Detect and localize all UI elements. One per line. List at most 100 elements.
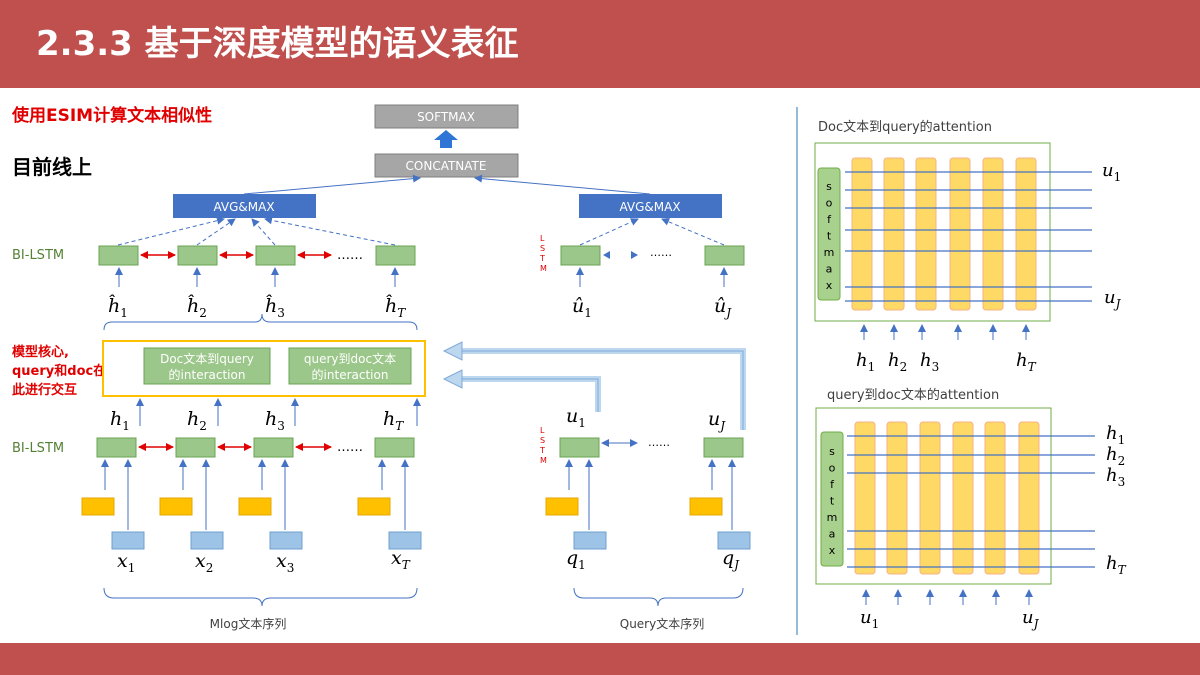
- up-arrow-icon: [434, 130, 458, 148]
- lstm-cell-top-qj: [704, 245, 745, 266]
- slide-footer: [0, 643, 1200, 675]
- avg-max-box-query: [579, 194, 722, 218]
- lstm-cell-mid-3: [253, 437, 294, 458]
- mid-h-labels: h1 h2 h3 hT u1 uJ: [110, 405, 726, 433]
- softmax-letter: s: [829, 445, 835, 458]
- hat-u-j: ûJ: [714, 295, 732, 320]
- right-bottom-u-1: u1: [860, 607, 879, 631]
- input-x-t: xT: [391, 547, 411, 572]
- softmax-bar-top: [817, 167, 841, 301]
- right-top-title: Doc文本到query的attention: [818, 119, 992, 135]
- right-bottom-title: query到doc文本的attention: [827, 387, 999, 403]
- lstm-cell-top-1: [98, 245, 139, 266]
- avg-max-box-doc: [173, 194, 316, 218]
- core-label-3: 此进行交互: [12, 382, 77, 398]
- input-q-j: qJ: [722, 547, 740, 572]
- lstm-letter: T: [539, 254, 545, 263]
- query-feed-arrows: [442, 341, 746, 430]
- hat-h-1: ĥ1: [108, 294, 128, 320]
- query-interaction-line-1: query到doc文本: [304, 351, 396, 366]
- brace-top: [103, 313, 418, 331]
- softmax-box: [374, 104, 519, 129]
- ellipsis-mid-query: ……: [648, 436, 670, 449]
- up-arrows-right-top: [860, 324, 1030, 340]
- softmax-letter: a: [826, 263, 833, 276]
- arrow-avg-query-to-concat: [474, 174, 651, 195]
- core-label-1: 模型核心,: [12, 344, 69, 360]
- brace-doc-sequence: [103, 587, 418, 607]
- right-top-h-3: h3: [920, 350, 939, 374]
- softmax-label: SOFTMAX: [417, 110, 475, 124]
- doc-interaction-line-1: Doc文本到query: [160, 351, 254, 366]
- slide-title: 2.3.3 基于深度模型的语义表征: [36, 24, 519, 64]
- softmax-letter: t: [830, 495, 835, 508]
- doc-to-query-interaction-box: [143, 347, 271, 385]
- right-bottom-h-3: h3: [1106, 465, 1125, 489]
- right-bottom-u-j: uJ: [1022, 607, 1040, 631]
- softmax-letter: m: [824, 246, 835, 259]
- ellipsis-top-query: ……: [650, 246, 672, 259]
- doc-fan-lines: [117, 216, 396, 246]
- lstm-cell-top-t: [375, 245, 416, 266]
- concat-box: [374, 153, 519, 178]
- softmax-letter: o: [826, 197, 833, 210]
- input-q-1: q1: [566, 547, 586, 572]
- core-label-2: query和doc在: [12, 363, 106, 379]
- softmax-letter: s: [826, 180, 832, 193]
- query-sequence-label: Query文本序列: [620, 616, 704, 631]
- bilstm-label-top: BI-LSTM: [12, 248, 64, 263]
- up-arrows-input-to-mid: [101, 459, 736, 530]
- lstm-cell-mid-q1: [559, 437, 600, 458]
- right-top-u-j: uJ: [1104, 287, 1122, 311]
- query-to-doc-interaction-box: [288, 347, 412, 385]
- avg-max-label-query: AVG&MAX: [619, 200, 680, 214]
- right-bottom-h-t: hT: [1106, 553, 1127, 577]
- softmax-letter: f: [827, 213, 832, 226]
- hat-h-3: ĥ3: [265, 294, 285, 320]
- mid-h-2: h2: [187, 408, 207, 433]
- mid-h-1: h1: [110, 408, 130, 433]
- softmax-bar-bottom: [820, 431, 844, 567]
- input-x-1: x1: [117, 550, 135, 575]
- right-top-h-t: hT: [1016, 350, 1037, 374]
- section-label: 目前线上: [12, 155, 92, 179]
- lstm-cell-mid-t: [374, 437, 415, 458]
- hat-h-2: ĥ2: [187, 294, 207, 320]
- input-x-3: x3: [276, 550, 294, 575]
- lstm-cell-top-3: [255, 245, 296, 266]
- hat-u-1: û1: [572, 295, 592, 320]
- up-arrows-top-row: [115, 267, 728, 287]
- softmax-letter: o: [829, 462, 836, 475]
- yellow-columns-top: [851, 157, 1037, 311]
- ellipsis-mid-doc: ……: [337, 440, 363, 455]
- lstm-cell-mid-1: [96, 437, 137, 458]
- left-arrowhead-icon: [603, 251, 610, 259]
- attention-lines-top: [845, 171, 1092, 302]
- lstm-cell-mid-qj: [703, 437, 744, 458]
- blue-embedding-boxes: [111, 531, 751, 550]
- mid-u-1: u1: [566, 405, 586, 430]
- softmax-letter: m: [827, 511, 838, 524]
- mid-h-t: hT: [383, 408, 404, 433]
- right-top-h-2: h2: [888, 350, 907, 374]
- yellow-columns-bottom: [854, 421, 1040, 575]
- mid-u-j: uJ: [708, 408, 726, 433]
- bilstm-label-mid: BI-LSTM: [12, 441, 64, 456]
- brace-query-sequence: [573, 587, 744, 607]
- input-x-2: x2: [195, 550, 213, 575]
- concat-label: CONCATNATE: [406, 159, 487, 173]
- doc-interaction-line-2: 的interaction: [169, 367, 246, 382]
- lstm-cell-mid-2: [175, 437, 216, 458]
- input-labels: x1 x2 x3 xT q1 qJ: [117, 547, 740, 575]
- arrow-avg-doc-to-concat: [243, 174, 421, 195]
- softmax-letter: a: [829, 528, 836, 541]
- up-arrows-right-bottom: [862, 589, 1033, 605]
- softmax-letter: x: [826, 279, 833, 292]
- query-fan-lines: [579, 218, 725, 246]
- subtitle: 使用ESIM计算文本相似性: [11, 105, 212, 126]
- right-top-h-1: h1: [856, 350, 875, 374]
